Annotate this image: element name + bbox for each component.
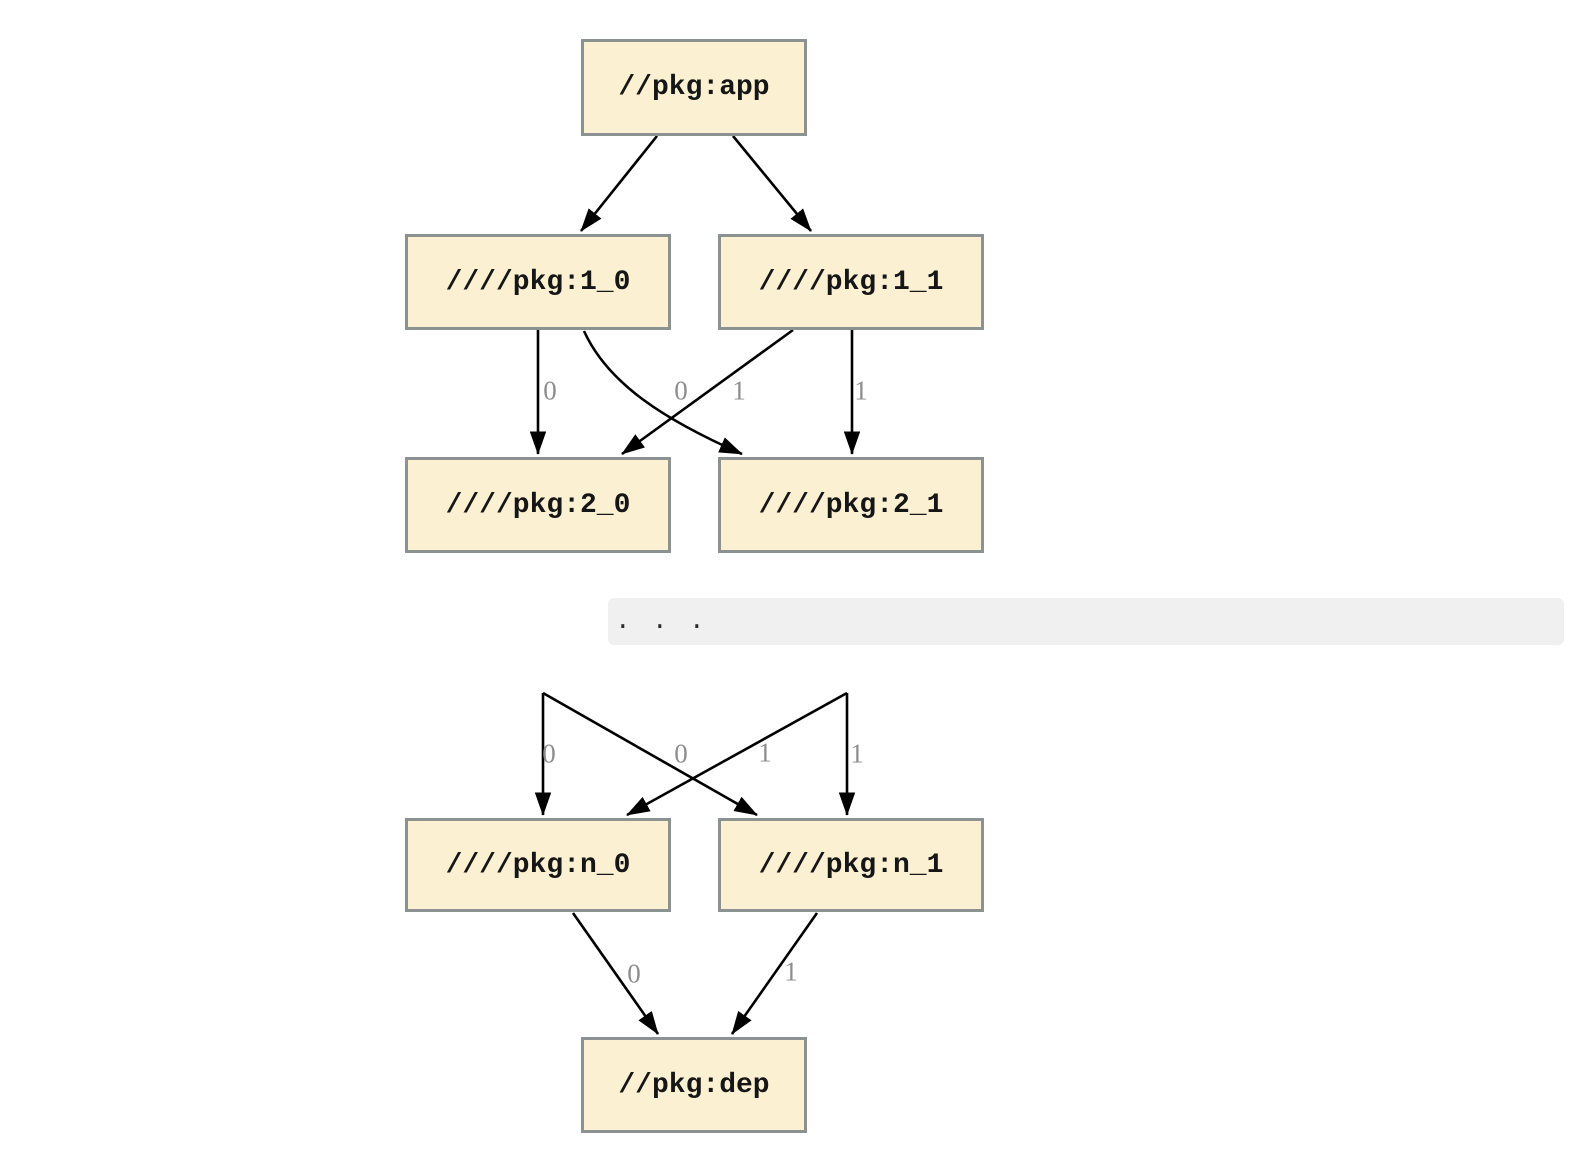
edge-label-1_0-to-2_0: 0 bbox=[543, 375, 557, 406]
node-pkg-n_1: ////pkg:n_1 bbox=[718, 818, 984, 912]
edge-label-1_1-to-2_0: 0 bbox=[674, 375, 688, 406]
node-pkg-1_0-label: ////pkg:1_0 bbox=[445, 266, 631, 298]
edge-src1-to-pkg-n_0 bbox=[626, 691, 848, 817]
edge-label-n_1-to-dep: 1 bbox=[784, 956, 798, 987]
edge-app-to-pkg-1_1 bbox=[731, 135, 813, 232]
node-pkg-1_1: ////pkg:1_1 bbox=[718, 234, 984, 330]
node-pkg-2_1: ////pkg:2_1 bbox=[718, 457, 984, 553]
edge-label-1_1-to-2_1: 1 bbox=[854, 375, 868, 406]
edge-label-1_0-to-2_1: 1 bbox=[732, 375, 746, 406]
ellipsis-code-block: . . . bbox=[608, 598, 1564, 645]
node-pkg-2_0-label: ////pkg:2_0 bbox=[445, 489, 631, 521]
edge-pkg-1_0-to-pkg-2_1 bbox=[582, 330, 743, 456]
edge-label-src1-to-n_0: 0 bbox=[674, 738, 688, 769]
edge-label-n_0-to-dep: 0 bbox=[627, 958, 641, 989]
node-pkg-1_1-label: ////pkg:1_1 bbox=[758, 266, 944, 298]
edge-label-src1-to-n_1: 1 bbox=[850, 738, 864, 769]
node-pkg-n_0: ////pkg:n_0 bbox=[405, 818, 671, 912]
node-pkg-dep: //pkg:dep bbox=[581, 1037, 807, 1133]
node-pkg-n_0-label: ////pkg:n_0 bbox=[445, 849, 631, 881]
edge-pkg-n_1-to-dep bbox=[730, 912, 819, 1035]
ellipsis-text: . . . bbox=[615, 606, 708, 636]
edge-label-src0-to-n_1: 1 bbox=[758, 737, 772, 768]
node-pkg-1_0: ////pkg:1_0 bbox=[405, 234, 671, 330]
edge-pkg-n_0-to-dep bbox=[571, 912, 660, 1035]
edge-src0-to-pkg-n_1 bbox=[542, 691, 758, 817]
node-pkg-2_1-label: ////pkg:2_1 bbox=[758, 489, 944, 521]
edge-label-src0-to-n_0: 0 bbox=[542, 738, 556, 769]
node-pkg-2_0: ////pkg:2_0 bbox=[405, 457, 671, 553]
edge-app-to-pkg-1_0 bbox=[579, 135, 659, 232]
node-pkg-n_1-label: ////pkg:n_1 bbox=[758, 849, 944, 881]
edge-pkg-1_1-to-pkg-2_0 bbox=[621, 328, 794, 456]
node-pkg-dep-label: //pkg:dep bbox=[618, 1069, 770, 1101]
node-pkg-app: //pkg:app bbox=[581, 39, 807, 136]
node-pkg-app-label: //pkg:app bbox=[618, 72, 770, 103]
